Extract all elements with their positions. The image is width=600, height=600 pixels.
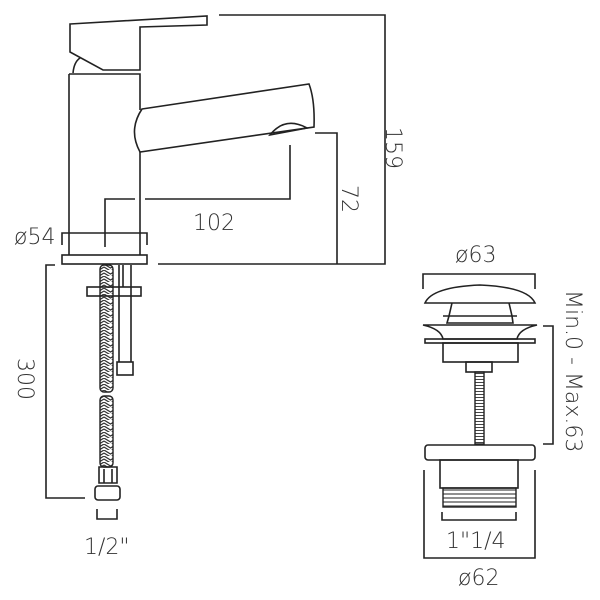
braided-hose-upper — [99, 264, 114, 393]
waste-flange — [422, 324, 538, 340]
hose-length-label: 300 — [12, 358, 37, 400]
braided-hose-lower — [99, 395, 114, 468]
cap-diameter-label: ø63 — [455, 243, 496, 268]
hose-nut — [94, 485, 121, 501]
waste-rod-connector — [465, 361, 493, 373]
spout-height-dimension-line — [315, 132, 338, 264]
hose-connection-label: 1/2" — [84, 535, 130, 560]
spout-reach-dimension-line — [104, 145, 291, 247]
waste-cap — [423, 284, 537, 304]
tap-dome — [72, 57, 81, 74]
pop-up-rod — [118, 265, 132, 362]
waste-body — [439, 459, 519, 489]
tap-spout — [133, 83, 315, 153]
tap-dimensions: 159 72 102 ø54 300 1/2" — [12, 14, 405, 560]
mounting-plate — [86, 286, 142, 297]
waste-upper-body — [442, 342, 519, 363]
base-diameter-label: ø54 — [14, 225, 55, 250]
thread-dimension-line — [441, 512, 517, 521]
spout-height-label: 72 — [336, 185, 361, 213]
tap-aerator — [268, 122, 310, 137]
body-diameter-label: ø62 — [458, 566, 499, 591]
tap-base-plate — [61, 254, 148, 265]
click-clack-waste — [422, 284, 538, 508]
range-dimension-line — [543, 325, 554, 445]
hose-fitting — [98, 466, 118, 484]
hose-length-dimension-line — [45, 264, 85, 499]
base-diameter-dimension-line — [61, 232, 148, 245]
cap-diameter-dimension-line — [422, 273, 536, 289]
waste-threaded-rod — [474, 371, 485, 445]
body-diameter-dimension-line — [423, 470, 536, 559]
tap-lever-handle — [69, 15, 208, 71]
range-label: Min.0 - Max.63 — [560, 290, 585, 452]
basin-tap — [61, 15, 315, 501]
spout-reach-label: 102 — [193, 211, 235, 236]
rod-connector — [116, 361, 134, 376]
thread-label: 1"1/4 — [446, 529, 506, 554]
waste-dimensions: ø63 Min.0 - Max.63 1"1/4 ø62 — [422, 243, 585, 591]
hose-connection-dimension-line — [96, 509, 118, 520]
height-dimension-line — [158, 14, 386, 265]
waste-body-top — [424, 444, 536, 461]
height-label: 159 — [380, 127, 405, 169]
waste-neck — [443, 302, 517, 324]
tap-body — [68, 73, 141, 255]
waste-thread — [442, 487, 517, 508]
